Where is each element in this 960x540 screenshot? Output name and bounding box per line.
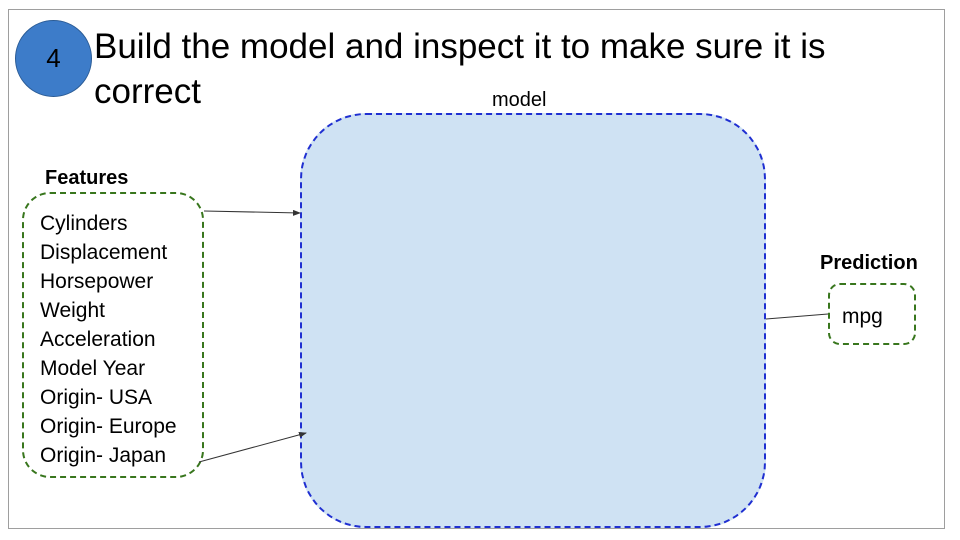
features-list: Cylinders Displacement Horsepower Weight… bbox=[40, 209, 177, 470]
features-box bbox=[22, 192, 204, 478]
prediction-box bbox=[828, 283, 916, 345]
feature-item: Origin- Japan bbox=[40, 444, 167, 467]
model-box bbox=[300, 113, 766, 528]
feature-item: Displacement bbox=[40, 241, 168, 264]
feature-item: Cylinders bbox=[40, 212, 128, 235]
prediction-label: Prediction bbox=[820, 252, 918, 274]
feature-item: Horsepower bbox=[40, 270, 154, 293]
feature-item: Origin- Europe bbox=[40, 415, 177, 438]
prediction-value: mpg bbox=[842, 305, 883, 328]
feature-item: Acceleration bbox=[40, 328, 156, 351]
features-label: Features bbox=[45, 167, 129, 189]
step-number-badge: 4 bbox=[15, 20, 92, 97]
model-label: model bbox=[492, 89, 547, 111]
feature-item: Origin- USA bbox=[40, 386, 153, 409]
feature-item: Weight bbox=[40, 299, 105, 322]
step-number: 4 bbox=[46, 43, 61, 73]
feature-item: Model Year bbox=[40, 357, 146, 380]
page-title: Build the model and inspect it to make s… bbox=[94, 27, 826, 111]
